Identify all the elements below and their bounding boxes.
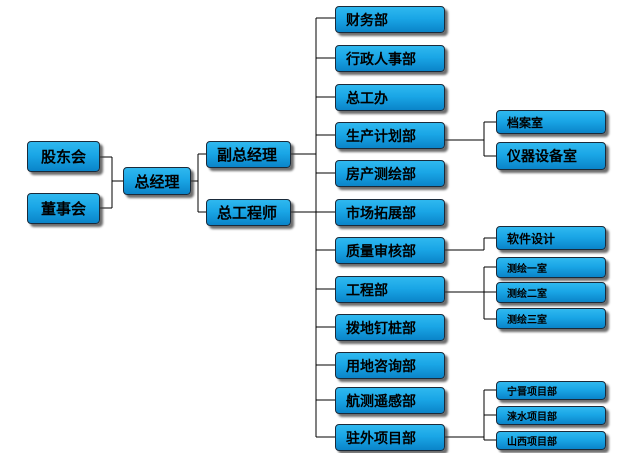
- software-design-node: 软件设计: [496, 226, 606, 250]
- chief-engineer-node: 总工程师: [206, 199, 291, 226]
- survey-room-1-node: 测绘一室: [496, 257, 606, 278]
- dept-chief-office-node: 总工办: [335, 84, 445, 111]
- connector-gm-executives: [191, 153, 206, 213]
- dept-admin-hr-node: 行政人事部: [335, 45, 445, 72]
- connector-owners-gm: [100, 156, 123, 209]
- dept-finance-node: 财务部: [335, 6, 445, 33]
- dept-field-projects-node: 驻外项目部: [335, 424, 445, 451]
- dept-production-planning-node: 生产计划部: [335, 122, 445, 149]
- dept-aerial-remote-sensing-node: 航测遥感部: [335, 387, 445, 414]
- archives-room-node: 档案室: [496, 110, 606, 134]
- connector-quality-sub: [445, 237, 496, 251]
- dept-land-consulting-node: 用地咨询部: [335, 352, 445, 379]
- ningjin-project-node: 宁晋项目部: [496, 381, 606, 400]
- dept-stakeout-node: 拨地钉桩部: [335, 314, 445, 341]
- connector-engineering-sub: [445, 266, 496, 320]
- shanxi-project-node: 山西项目部: [496, 431, 606, 450]
- dept-engineering-node: 工程部: [335, 276, 445, 303]
- shareholders-meeting-node: 股东会: [27, 141, 100, 172]
- connector-executives-spine: [291, 153, 316, 213]
- connector-production-sub: [445, 121, 496, 157]
- survey-room-2-node: 测绘二室: [496, 282, 606, 303]
- dept-quality-review-node: 质量审核部: [335, 237, 445, 264]
- deputy-general-manager-node: 副总经理: [206, 141, 291, 168]
- laishui-project-node: 涞水项目部: [496, 406, 606, 425]
- connector-field-sub: [445, 389, 496, 441]
- survey-room-3-node: 测绘三室: [496, 308, 606, 329]
- board-of-directors-node: 董事会: [27, 193, 100, 224]
- general-manager-node: 总经理: [123, 167, 191, 195]
- dept-real-estate-survey-node: 房产测绘部: [335, 160, 445, 187]
- connector-spine-departments: [316, 17, 335, 438]
- dept-market-expansion-node: 市场拓展部: [335, 199, 445, 226]
- instrument-room-node: 仪器设备室: [496, 142, 606, 170]
